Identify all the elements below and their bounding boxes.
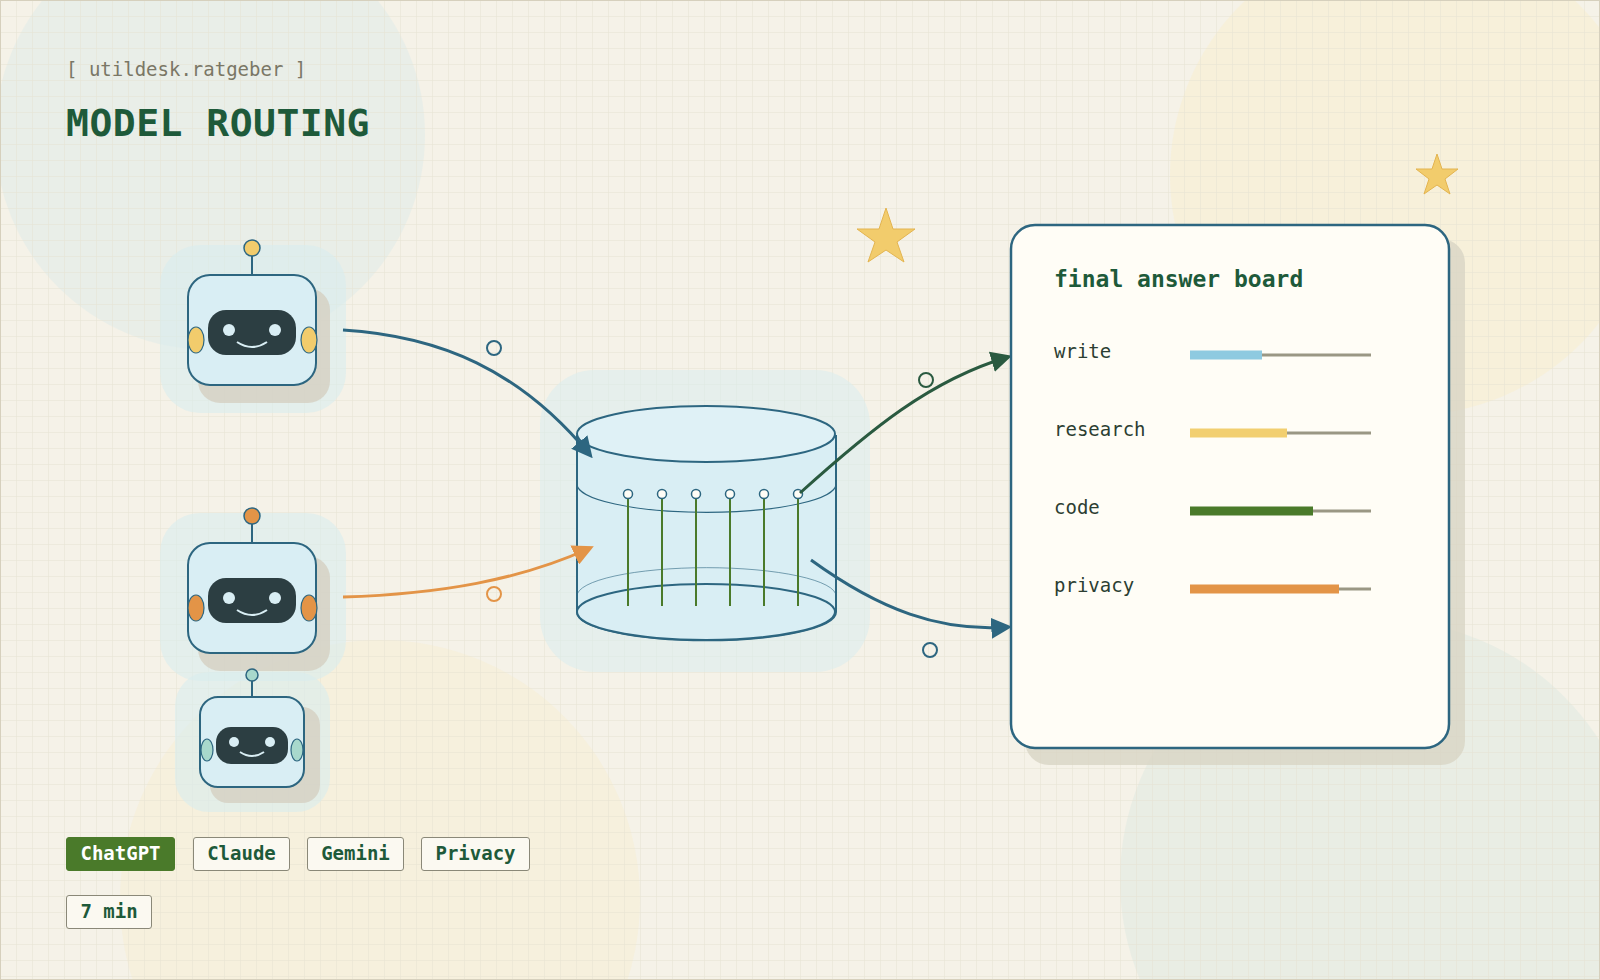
row-label: research: [1054, 418, 1146, 440]
row-label: write: [1054, 340, 1111, 362]
answer-board: final answer board write research code priva…: [1011, 225, 1449, 748]
brand-label: [ utildesk.ratgeber ]: [66, 58, 306, 80]
row-label: code: [1054, 496, 1100, 518]
tag-text: 7 min: [80, 896, 137, 927]
tag-text: Gemini: [321, 838, 390, 869]
tag-text: ChatGPT: [80, 838, 160, 869]
tag-text: Privacy: [435, 838, 515, 869]
board-heading: final answer board: [1054, 266, 1303, 292]
router-cylinder: [540, 370, 870, 672]
tag-chip: 7 min: [66, 895, 152, 929]
page-title: MODEL ROUTING: [66, 101, 370, 145]
tag-text: Claude: [207, 838, 276, 869]
robot-icon: [160, 240, 346, 413]
tag-chip: ChatGPT: [66, 837, 175, 871]
tag-chip: Gemini: [307, 837, 404, 871]
tag-chip: Claude: [193, 837, 290, 871]
robot-icon: [160, 508, 346, 681]
score-bars: [1190, 355, 1371, 589]
tag-chip: Privacy: [421, 837, 530, 871]
row-label: privacy: [1054, 574, 1134, 596]
robot-icon: [175, 669, 330, 812]
